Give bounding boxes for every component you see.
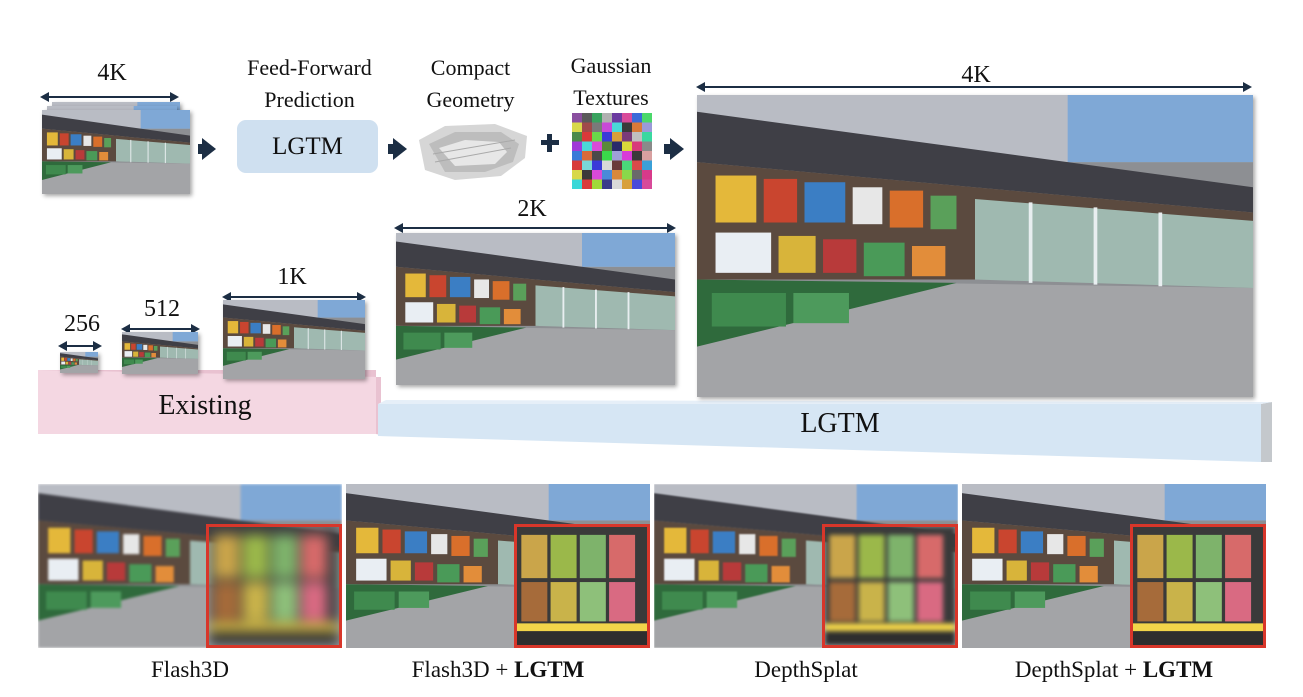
caption-depthsplat-lgtm: DepthSplat + LGTM	[1014, 657, 1214, 682]
res-256-arrow	[58, 341, 102, 351]
existing-label: Existing	[158, 390, 252, 421]
feed-forward-label-line2: Prediction	[264, 87, 355, 112]
caption-flash3d-lgtm: Flash3D + LGTM	[411, 657, 585, 682]
gaussian-texture-grid	[572, 113, 652, 189]
output-width-arrow	[696, 82, 1252, 92]
caption-flash3d: Flash3D	[151, 657, 229, 682]
res-512-arrow	[121, 324, 200, 334]
res-256-label: 256	[64, 311, 100, 337]
res-1k-arrow	[222, 292, 366, 302]
gaussian-textures-label-line1: Gaussian	[570, 53, 652, 78]
image-2k	[396, 233, 675, 385]
output-resolution-label: 4K	[961, 62, 991, 88]
zoom-inset	[206, 524, 342, 648]
feed-forward-label-line1: Feed-Forward	[247, 55, 372, 80]
arrow-right-icon	[393, 138, 407, 160]
zoom-inset	[822, 524, 958, 648]
lgtm-model-label: LGTM	[272, 132, 343, 160]
lgtm-bar-label: LGTM	[800, 408, 880, 439]
existing-bar	[38, 370, 381, 435]
input-resolution-label: 4K	[97, 60, 127, 86]
plus-icon-vertical	[547, 134, 552, 152]
arrow-right-icon	[202, 138, 216, 160]
compact-geometry-label-line1: Compact	[430, 55, 511, 80]
res-512-label: 512	[144, 296, 180, 322]
lgtm-bar	[378, 400, 1272, 462]
image-256	[60, 352, 98, 373]
comparison-panel-flash3d	[38, 484, 342, 648]
arrow-shaft	[664, 144, 672, 154]
comparison-panel-depthsplat	[654, 484, 958, 648]
input-image	[42, 110, 190, 194]
comparison-panel-depthsplat-lgtm	[962, 484, 1266, 648]
arrow-shaft	[388, 144, 395, 154]
arrow-right-icon	[670, 138, 684, 160]
gaussian-textures-label-line2: Textures	[573, 85, 649, 110]
arrow-shaft	[198, 144, 204, 154]
image-512	[122, 332, 198, 374]
compact-geometry-label-line2: Geometry	[426, 87, 515, 112]
res-2k-arrow	[394, 223, 676, 233]
res-2k-label: 2K	[517, 196, 547, 222]
caption-depthsplat: DepthSplat	[754, 657, 858, 682]
res-1k-label: 1K	[277, 264, 307, 290]
compact-geometry-pointcloud	[419, 124, 527, 180]
zoom-inset	[1130, 524, 1266, 648]
image-1k	[223, 300, 365, 379]
comparison-panel-flash3d-lgtm	[346, 484, 650, 648]
input-width-arrow	[40, 92, 179, 102]
image-4k-output	[697, 95, 1253, 397]
zoom-inset	[514, 524, 650, 648]
lgtm-model-box: LGTM	[237, 120, 378, 173]
